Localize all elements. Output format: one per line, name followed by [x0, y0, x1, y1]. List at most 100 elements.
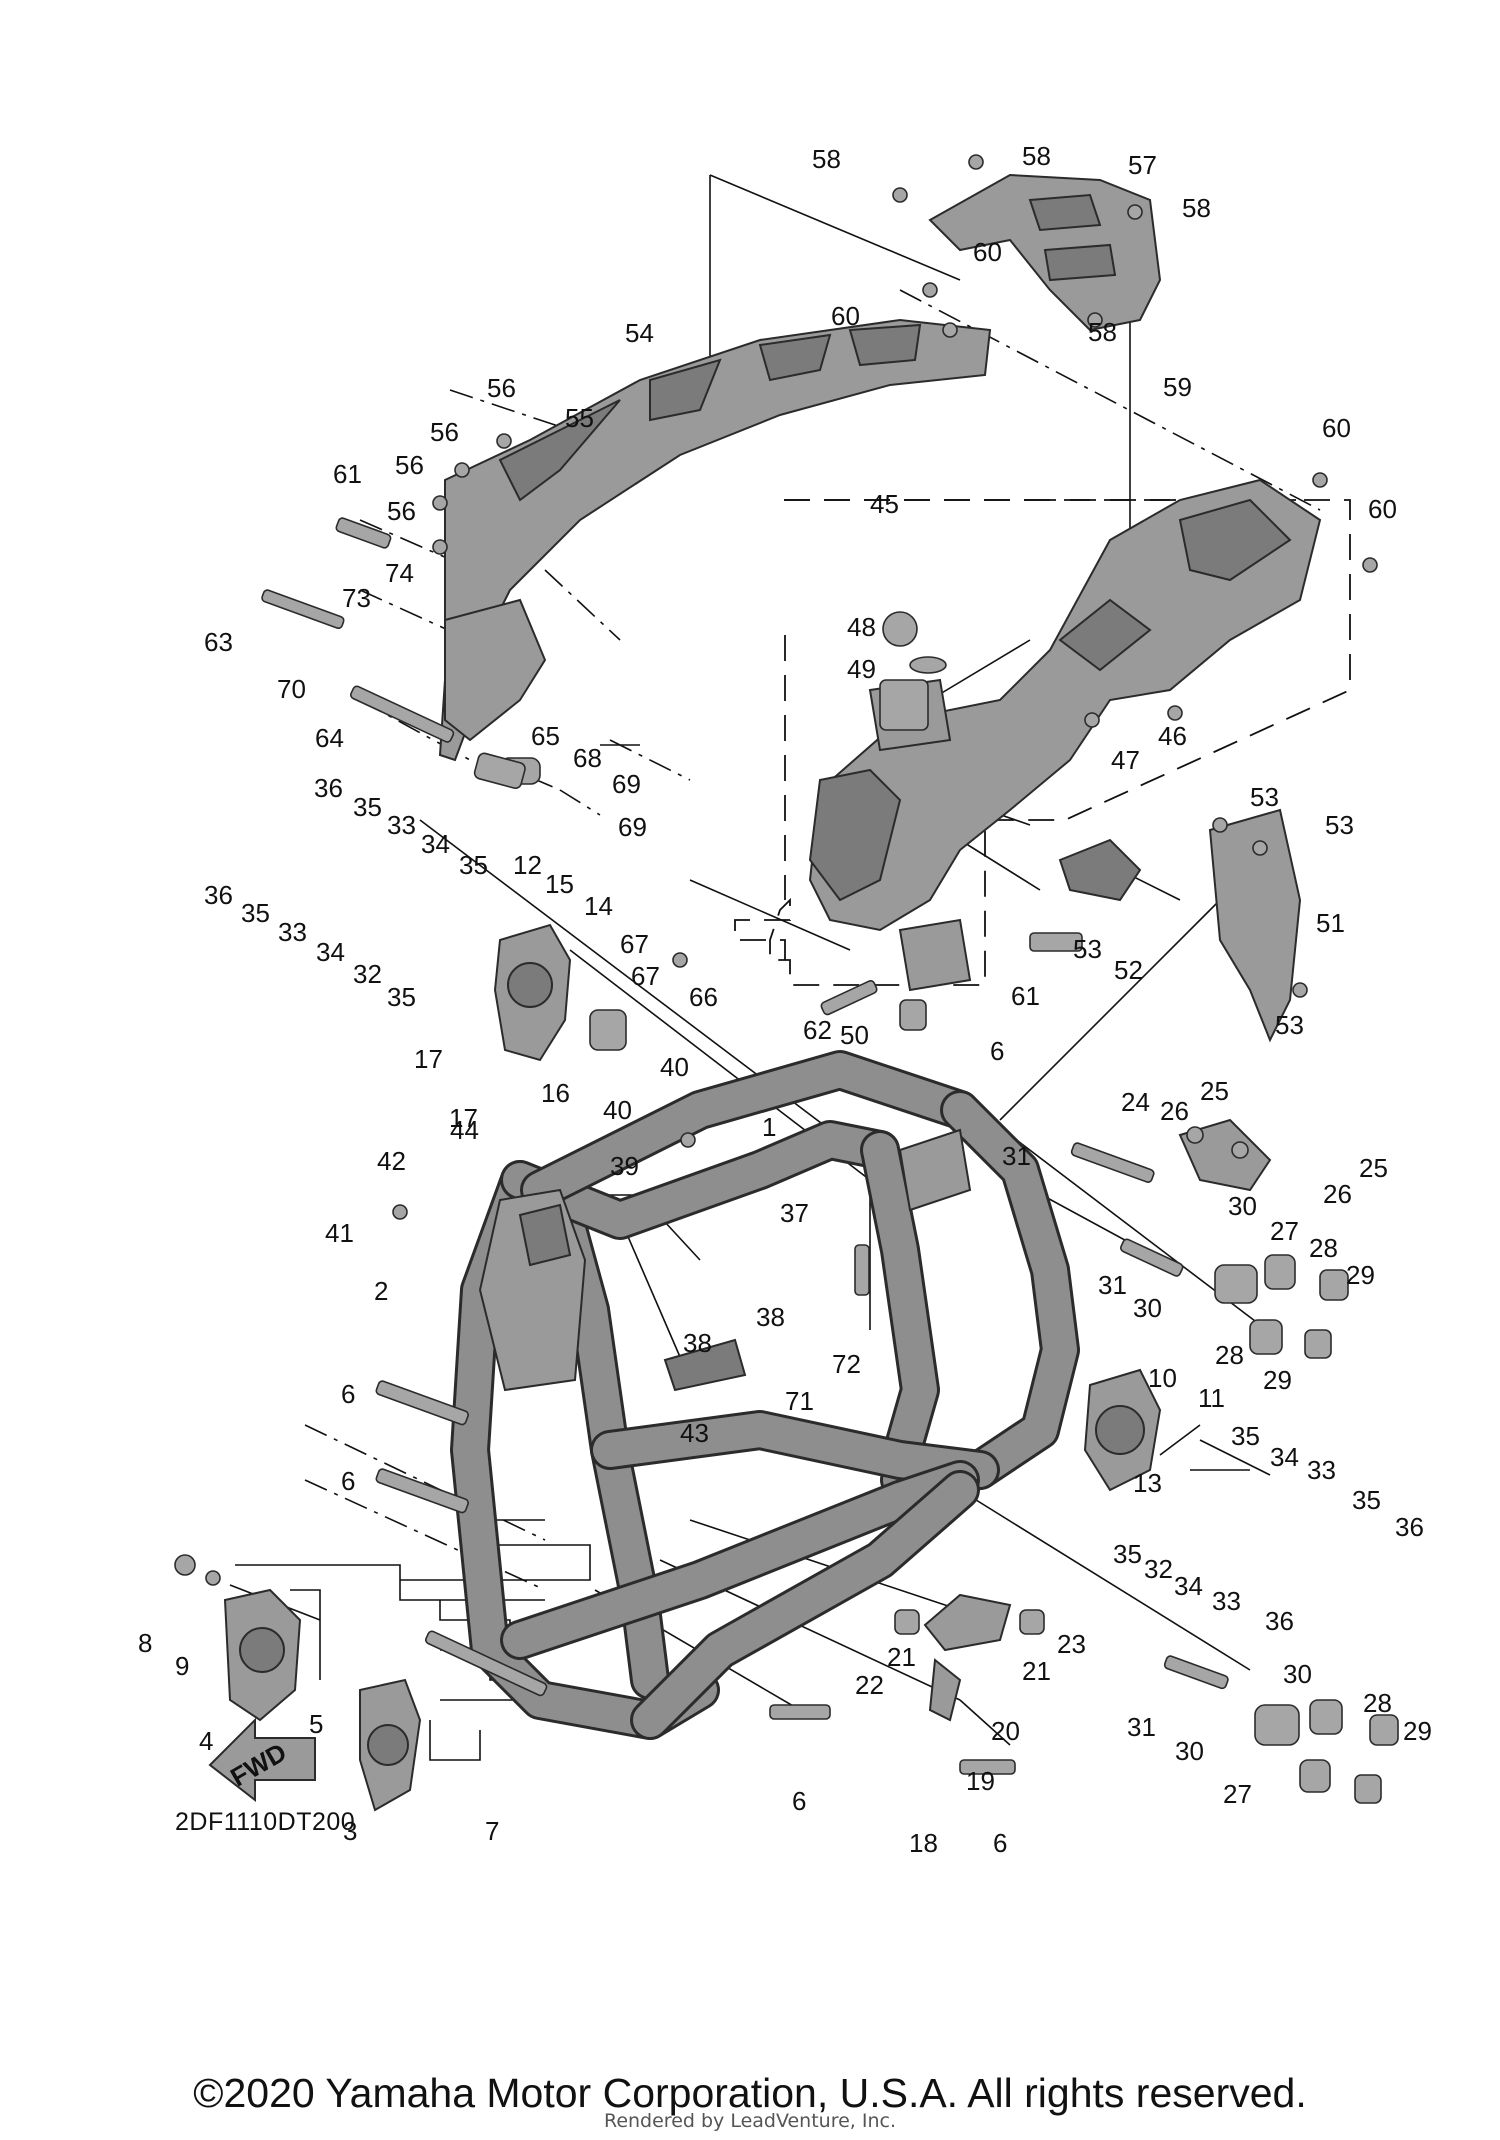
copyright-notice: ©2020 Yamaha Motor Corporation, U.S.A. A… — [193, 2070, 1307, 2116]
callout-65: 65 — [531, 721, 560, 751]
callout-35: 35 — [241, 898, 270, 928]
callout-10: 10 — [1148, 1363, 1177, 1393]
callout-59: 59 — [1163, 372, 1192, 402]
callout-54: 54 — [625, 318, 654, 348]
callout-39: 39 — [610, 1151, 639, 1181]
callout-28: 28 — [1363, 1688, 1392, 1718]
callout-56: 56 — [395, 450, 424, 480]
callout-22: 22 — [855, 1670, 884, 1700]
small-parts — [499, 611, 1399, 1804]
callout-33: 33 — [278, 917, 307, 947]
callout-69: 69 — [612, 769, 641, 799]
callout-58: 58 — [1182, 193, 1211, 223]
callout-53: 53 — [1275, 1010, 1304, 1040]
callout-42: 42 — [377, 1146, 406, 1176]
callout-18: 18 — [909, 1828, 938, 1858]
callout-70: 70 — [277, 674, 306, 704]
callout-49: 49 — [847, 654, 876, 684]
callout-1: 1 — [762, 1112, 776, 1142]
callout-60: 60 — [1368, 494, 1397, 524]
callout-51: 51 — [1316, 908, 1345, 938]
callout-5: 5 — [309, 1709, 323, 1739]
callout-21: 21 — [1022, 1656, 1051, 1686]
callout-71: 71 — [785, 1386, 814, 1416]
callout-27: 27 — [1223, 1779, 1252, 1809]
callout-74: 74 — [385, 558, 414, 588]
callout-67: 67 — [631, 961, 660, 991]
callout-63: 63 — [204, 627, 233, 657]
callout-38: 38 — [756, 1302, 785, 1332]
callout-56: 56 — [487, 373, 516, 403]
callout-69: 69 — [618, 812, 647, 842]
callout-35: 35 — [353, 792, 382, 822]
callout-66: 66 — [689, 982, 718, 1012]
callout-25: 25 — [1200, 1076, 1229, 1106]
callout-14: 14 — [584, 891, 613, 921]
callout-67: 67 — [620, 929, 649, 959]
callout-35: 35 — [459, 850, 488, 880]
callout-2: 2 — [374, 1276, 388, 1306]
callout-62: 62 — [803, 1015, 832, 1045]
callout-19: 19 — [966, 1766, 995, 1796]
callout-33: 33 — [1307, 1455, 1336, 1485]
callout-34: 34 — [1174, 1571, 1203, 1601]
callout-36: 36 — [204, 880, 233, 910]
callout-30: 30 — [1133, 1293, 1162, 1323]
callout-73: 73 — [342, 583, 371, 613]
guard-plate — [1058, 808, 1302, 1043]
callout-64: 64 — [315, 723, 344, 753]
callout-31: 31 — [1002, 1141, 1031, 1171]
bolts — [174, 154, 1378, 1775]
callout-17: 17 — [449, 1103, 478, 1133]
callout-35: 35 — [387, 982, 416, 1012]
callout-36: 36 — [1395, 1512, 1424, 1542]
callout-61: 61 — [333, 459, 362, 489]
callout-23: 23 — [1057, 1629, 1086, 1659]
callout-35: 35 — [1113, 1539, 1142, 1569]
callout-53: 53 — [1250, 782, 1279, 812]
callout-25: 25 — [1359, 1153, 1388, 1183]
callout-38: 38 — [683, 1328, 712, 1358]
callout-61: 61 — [1011, 981, 1040, 1011]
callout-44: 44 — [450, 1115, 479, 1145]
callout-56: 56 — [387, 496, 416, 526]
rendered-by-watermark: Rendered by LeadVenture, Inc. — [603, 2110, 897, 2132]
callout-13: 13 — [1133, 1468, 1162, 1498]
callout-53: 53 — [1325, 810, 1354, 840]
main-frame — [450, 1050, 1080, 1740]
callout-11: 11 — [1198, 1383, 1225, 1413]
callout-35: 35 — [1352, 1485, 1381, 1515]
callout-7: 7 — [485, 1816, 499, 1846]
callout-35: 35 — [1231, 1421, 1260, 1451]
callout-12: 12 — [513, 850, 542, 880]
callout-34: 34 — [1270, 1442, 1299, 1472]
callout-37: 37 — [780, 1198, 809, 1228]
callout-40: 40 — [660, 1052, 689, 1082]
fwd-arrow: FWD — [208, 1717, 316, 1803]
callout-28: 28 — [1309, 1233, 1338, 1263]
callout-47: 47 — [1111, 745, 1140, 775]
callout-34: 34 — [421, 829, 450, 859]
callout-27: 27 — [1270, 1216, 1299, 1246]
callout-34: 34 — [316, 937, 345, 967]
diagram-code: 2DF1110DT200 — [175, 1808, 356, 1836]
engine-mount-plates — [223, 923, 1162, 1812]
callout-9: 9 — [175, 1651, 189, 1681]
callout-26: 26 — [1323, 1179, 1352, 1209]
callout-16: 16 — [541, 1078, 570, 1108]
callout-30: 30 — [1283, 1659, 1312, 1689]
callout-8: 8 — [138, 1628, 152, 1658]
callout-72: 72 — [832, 1349, 861, 1379]
rear-frame-assembly — [808, 478, 1322, 992]
callout-52: 52 — [1114, 955, 1143, 985]
callout-60: 60 — [831, 301, 860, 331]
callout-20: 20 — [991, 1716, 1020, 1746]
callout-3: 3 — [343, 1816, 357, 1846]
callout-6: 6 — [792, 1786, 806, 1816]
callout-33: 33 — [387, 810, 416, 840]
callout-60: 60 — [1322, 413, 1351, 443]
callout-40: 40 — [603, 1095, 632, 1125]
callout-56: 56 — [430, 417, 459, 447]
